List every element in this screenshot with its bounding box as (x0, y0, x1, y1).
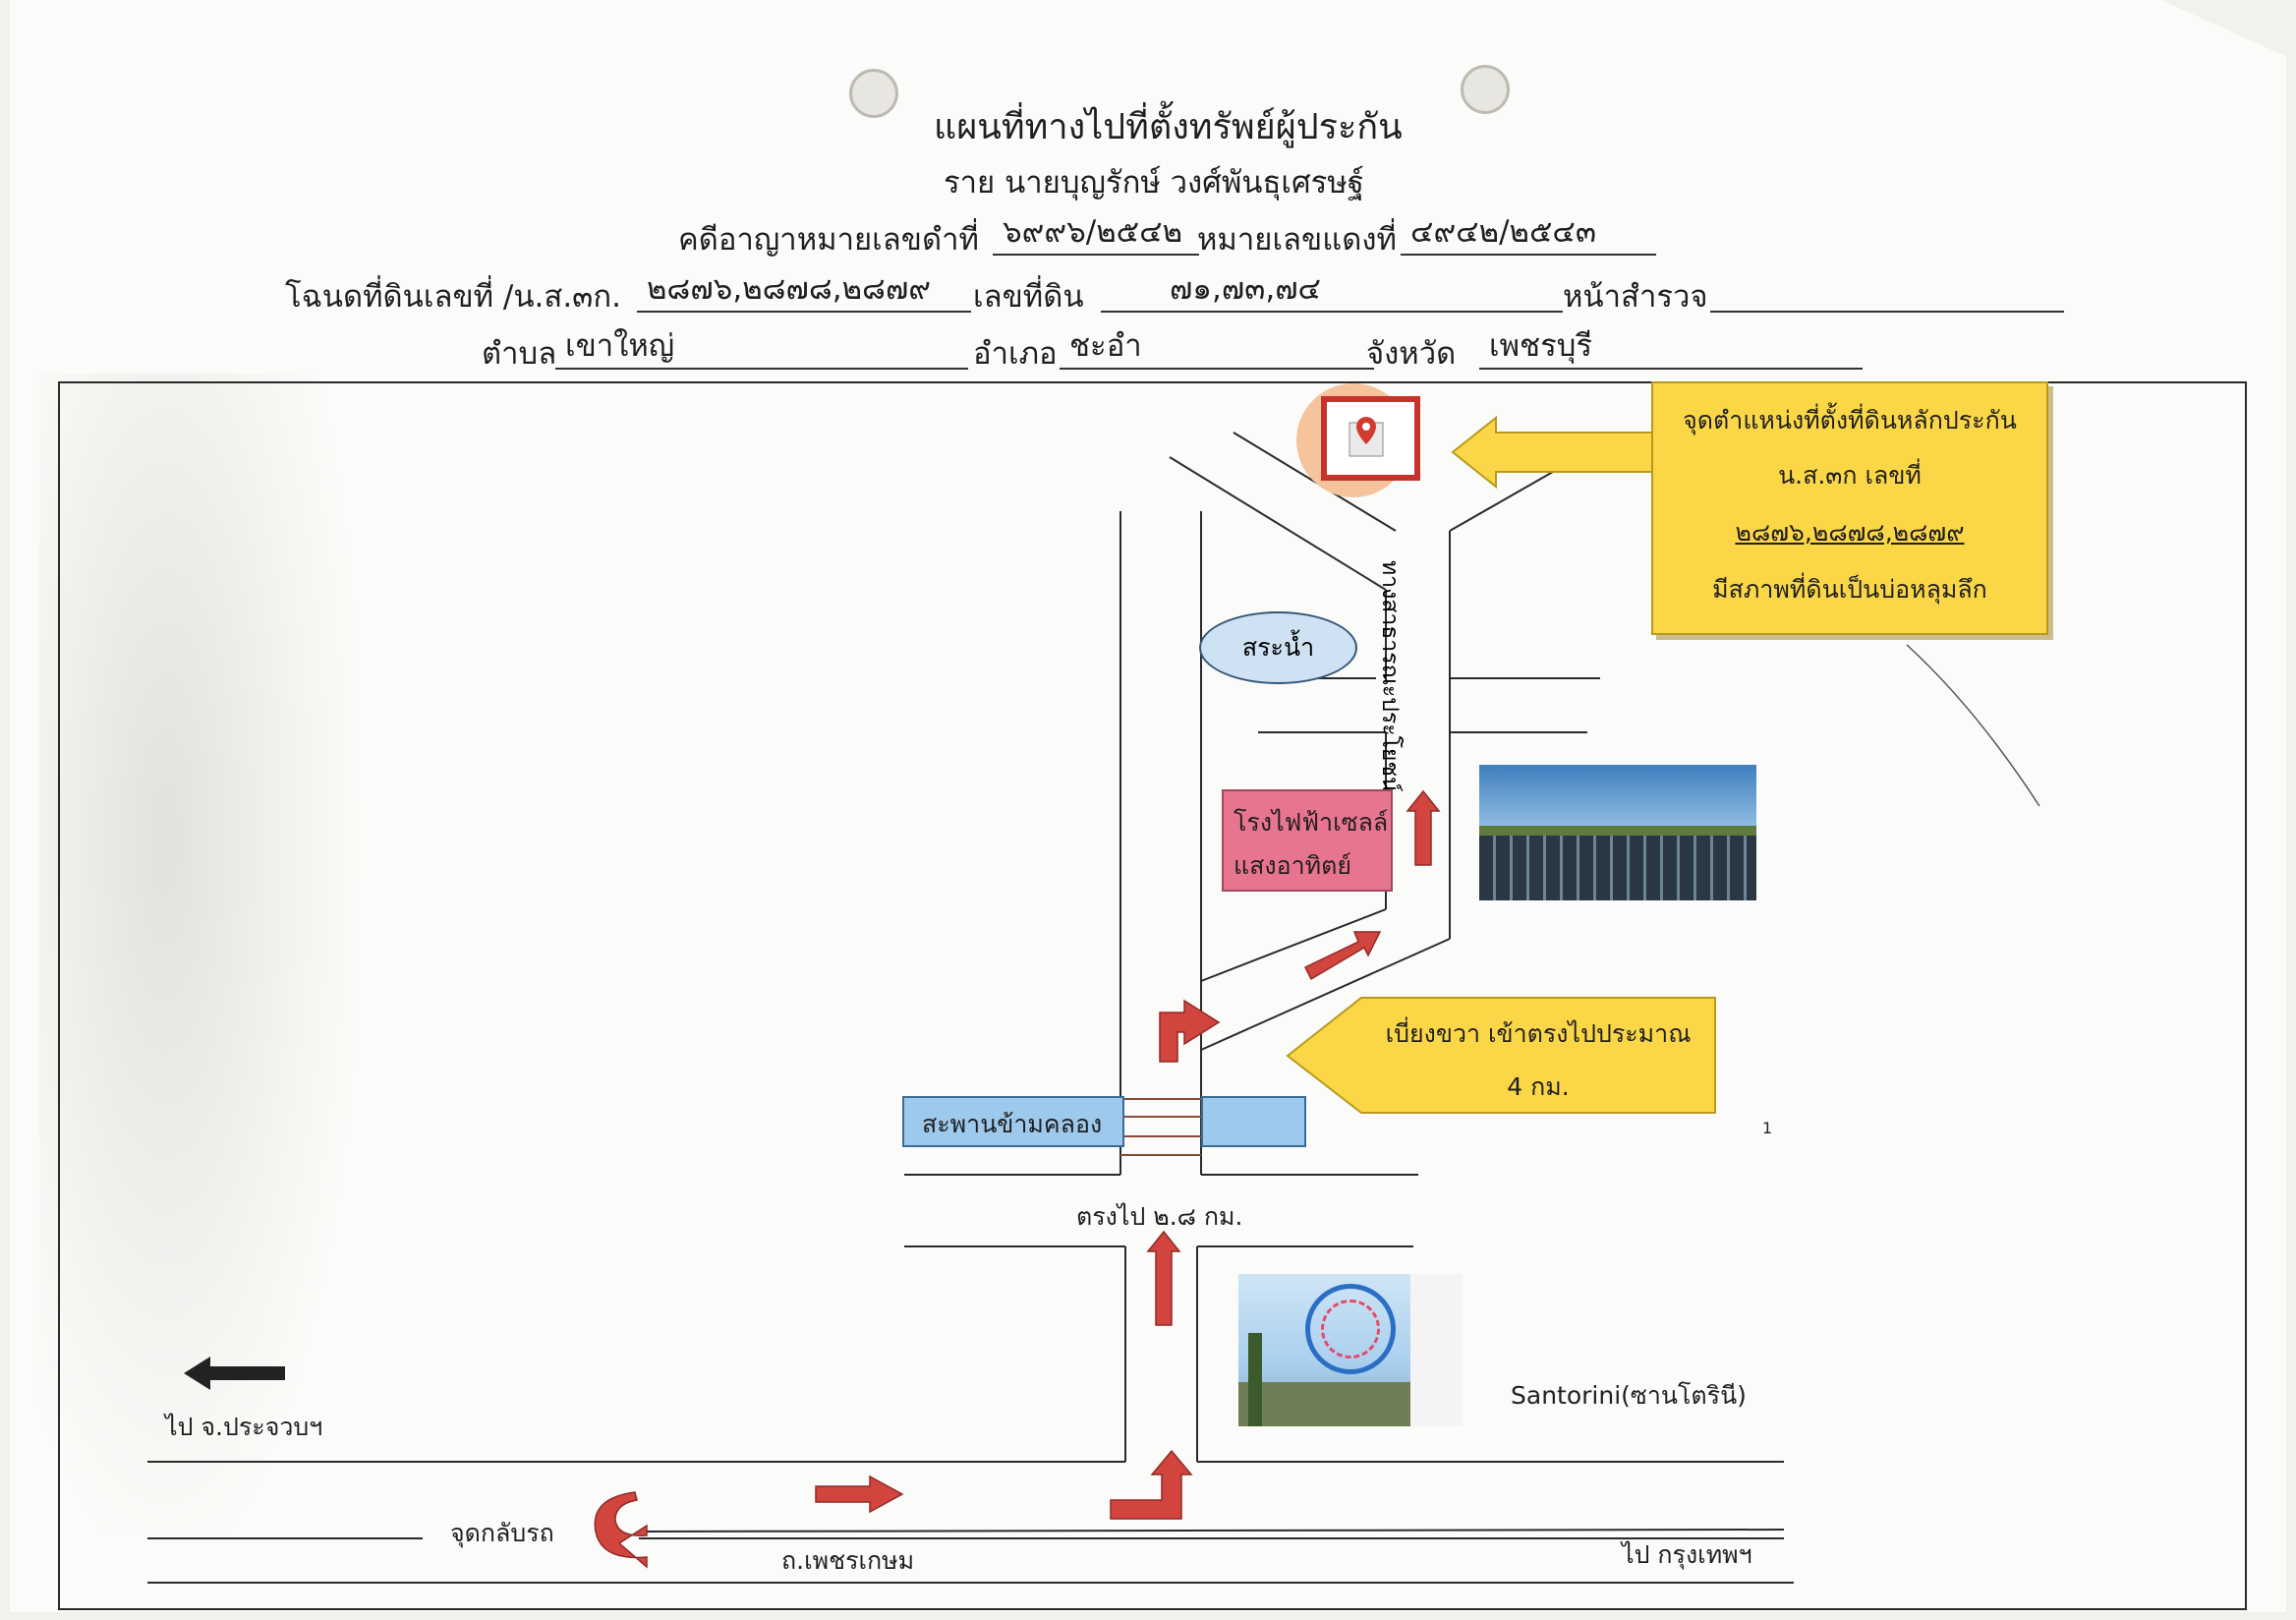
subdistrict-label: ตำบล (482, 336, 557, 372)
stain (39, 374, 354, 1533)
bridge-box-left (902, 1096, 1124, 1147)
location-info-box: จุดตำแหน่งที่ตั้งที่ดินหลักประกัน น.ส.๓ก… (1651, 381, 2048, 635)
highway-label: ถ.เพชรเกษม (781, 1546, 915, 1575)
land-no-value: ๗๑,๗๓,๗๔ (1101, 271, 1563, 313)
land-no-label: เลขที่ดิน (973, 279, 1084, 315)
location-line-1: จุดตำแหน่งที่ตั้งที่ดินหลักประกัน (1683, 406, 2017, 434)
turn-note-line-2: 4 กม. (1507, 1072, 1570, 1101)
punch-hole-left (849, 69, 898, 118)
location-line-2: น.ส.๓ก เลขที่ (1778, 461, 1922, 490)
highway-median (638, 1529, 1785, 1533)
arrow-left-icon (184, 1357, 285, 1390)
case-red-value: ๔๙๔๒/๒๕๔๓ (1401, 214, 1656, 256)
straight-note: ตรงไป ๒.๘ กม. (1076, 1202, 1243, 1231)
map-frame (58, 381, 2247, 1610)
to-prachuap-label: ไป จ.ประจวบฯ (165, 1413, 323, 1441)
bridge-label: สะพานข้ามคลอง (922, 1110, 1103, 1138)
santorini-label: Santorini(ซานโตรินี) (1511, 1381, 1747, 1410)
bridge-box-right (1201, 1096, 1306, 1147)
case-black-value: ๖๙๙๖/๒๕๔๒ (993, 214, 1199, 256)
owner-line: ราย นายบุญรักษ์ วงศ์พันธุเศรษฐ์ (944, 165, 1364, 201)
map-title: แผนที่ทางไปที่ตั้งทรัพย์ผู้ประกัน (934, 107, 1403, 147)
survey-value (1710, 271, 2064, 313)
province-label: จังหวัด (1366, 336, 1457, 372)
turn-note-box (1286, 997, 1716, 1114)
leader-line (1906, 644, 2040, 807)
pond-label: สระน้ำ (1199, 611, 1357, 684)
to-bangkok-label: ไป กรุงเทพฯ (1622, 1540, 1752, 1569)
solar-plant-box: โรงไฟฟ้าเซลล์ แสงอาทิตย์ (1222, 789, 1393, 892)
survey-label: หน้าสำรวจ (1563, 279, 1708, 315)
solar-plant-line-2: แสงอาทิตย์ (1234, 851, 1351, 880)
arrow-right-icon (815, 1475, 904, 1514)
province-value: เพชรบุรี (1479, 328, 1863, 370)
branch-left-edge (1200, 908, 1387, 982)
turn-right-icon (1159, 999, 1221, 1063)
arrow-up-icon (1406, 789, 1441, 866)
location-line-4: มีสภาพที่ดินเป็นบ่อหลุมลึก (1712, 575, 1987, 604)
paper-sheet (10, 0, 2286, 1612)
u-turn-label: จุดกลับรถ (450, 1519, 554, 1547)
deed-value: ๒๘๗๖,๒๘๗๘,๒๘๗๙ (637, 271, 971, 313)
punch-hole-right (1461, 65, 1510, 114)
solar-plant-line-1: โรงไฟฟ้าเซลล์ (1234, 808, 1389, 837)
upper-diagonal-left (1169, 456, 1387, 591)
subdistrict-value: เขาใหญ่ (555, 328, 968, 370)
u-turn-icon (594, 1491, 648, 1569)
arrow-right-icon (1303, 931, 1382, 981)
santorini-photo (1238, 1274, 1463, 1426)
deed-label: โฉนดที่ดินเลขที่ /น.ส.๓ก. (285, 279, 621, 315)
arrow-left-icon (1451, 415, 1657, 490)
district-label: อำเภอ (973, 336, 1058, 372)
case-black-label: คดีอาญาหมายเลขดำที่ (678, 222, 979, 258)
turn-right-icon (1110, 1449, 1193, 1520)
public-road-label: ทางสาธารณะประโยชน์ (1377, 560, 1403, 792)
location-line-3: ๒๘๗๖,๒๘๗๘,๒๘๗๙ (1735, 518, 1965, 547)
branch-right-edge (1200, 938, 1451, 1051)
arrow-up-icon (1146, 1230, 1181, 1326)
small-mark: 1 (1762, 1119, 1773, 1137)
turn-note-line-1: เบี่ยงขวา เข้าตรงไปประมาณ (1385, 1019, 1692, 1048)
case-red-label: หมายเลขแดงที่ (1197, 222, 1397, 258)
district-value: ชะอำ (1060, 328, 1374, 370)
map-pin-icon (1349, 417, 1384, 457)
solar-farm-photo (1479, 765, 1756, 900)
